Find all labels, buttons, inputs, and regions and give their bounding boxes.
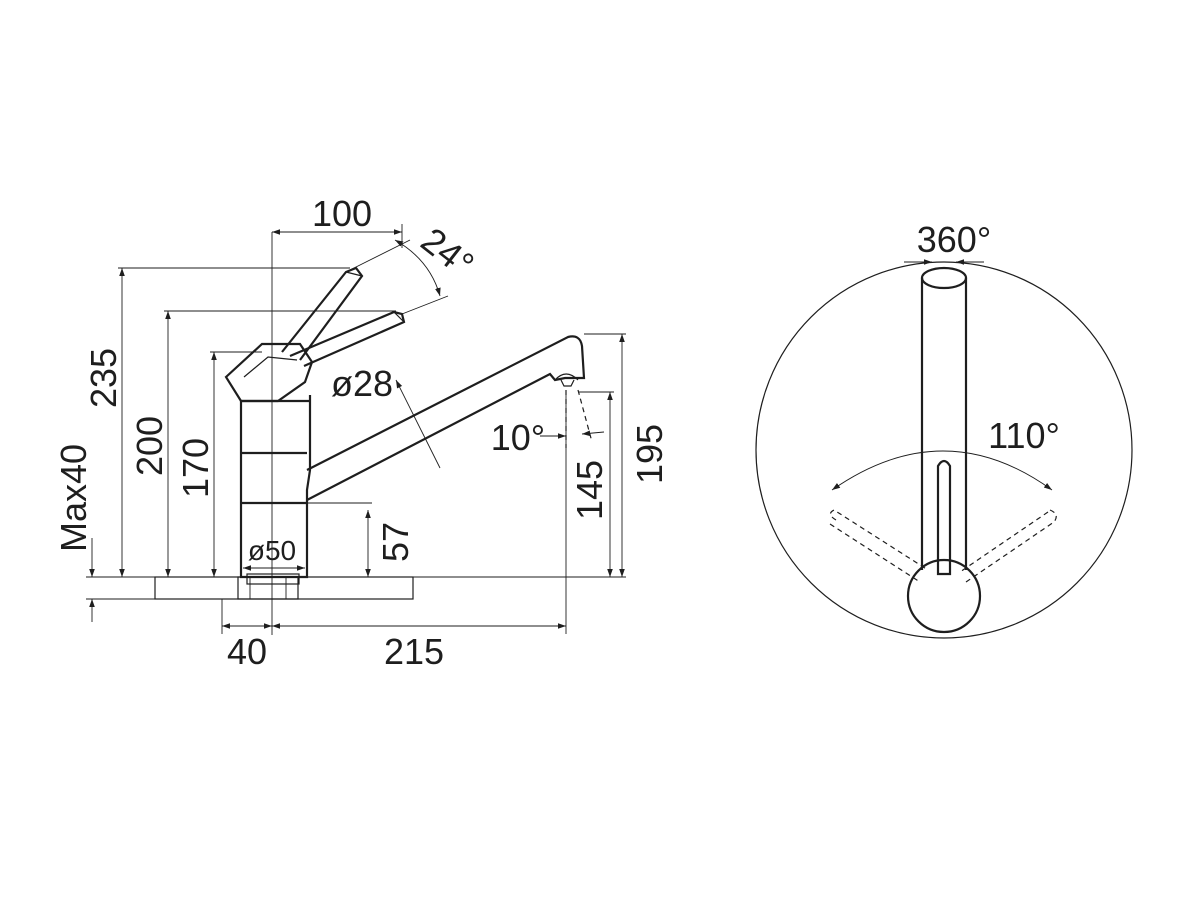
dim-360: 360°: [904, 219, 991, 265]
dim-235: 235: [83, 267, 350, 577]
dim-d28-label: ø28: [331, 363, 393, 404]
tap-head-top: [906, 558, 982, 634]
dim-215: 215: [272, 390, 567, 672]
dim-max40: Max40: [53, 444, 95, 622]
dim-10-angle: 10°: [491, 389, 605, 458]
dim-195-label: 195: [629, 424, 670, 484]
dim-24-label: 24°: [414, 219, 482, 285]
dim-360-label: 360°: [917, 219, 991, 260]
dim-100: 100: [272, 193, 403, 248]
dim-10-label: 10°: [491, 417, 545, 458]
dim-57: 57: [307, 502, 416, 577]
dim-max40-label: Max40: [53, 444, 94, 552]
dim-110: 110°: [831, 415, 1060, 491]
dim-40: 40: [221, 599, 272, 672]
dim-145: 145: [569, 391, 614, 577]
dim-d50: ø50: [243, 535, 305, 571]
dim-145-label: 145: [569, 460, 610, 520]
lever-left-position: [829, 509, 929, 583]
dim-110-label: 110°: [988, 415, 1060, 456]
dim-200-label: 200: [129, 416, 170, 476]
spout-top: [920, 266, 968, 570]
dim-d50-label: ø50: [248, 535, 296, 566]
top-view: 360° 110°: [755, 219, 1133, 639]
swivel-circle: [755, 261, 1133, 639]
lever-head: [224, 342, 314, 403]
dim-40-label: 40: [227, 631, 267, 672]
dim-200: 200: [129, 310, 396, 577]
lever-upper: [281, 266, 364, 361]
dim-100-label: 100: [312, 193, 372, 234]
dim-235-label: 235: [83, 348, 124, 408]
dim-170-label: 170: [175, 438, 216, 498]
dim-170: 170: [175, 351, 262, 577]
dim-215-label: 215: [384, 631, 444, 672]
side-view: 100 24° 235 200 170: [53, 193, 670, 672]
dim-d28: ø28: [331, 363, 441, 469]
dim-57-label: 57: [375, 522, 416, 562]
countertop: [86, 576, 414, 600]
spout: [306, 335, 586, 501]
lever-right-position: [959, 509, 1057, 583]
lever-center: [936, 459, 952, 576]
dim-195: 195: [413, 333, 670, 578]
